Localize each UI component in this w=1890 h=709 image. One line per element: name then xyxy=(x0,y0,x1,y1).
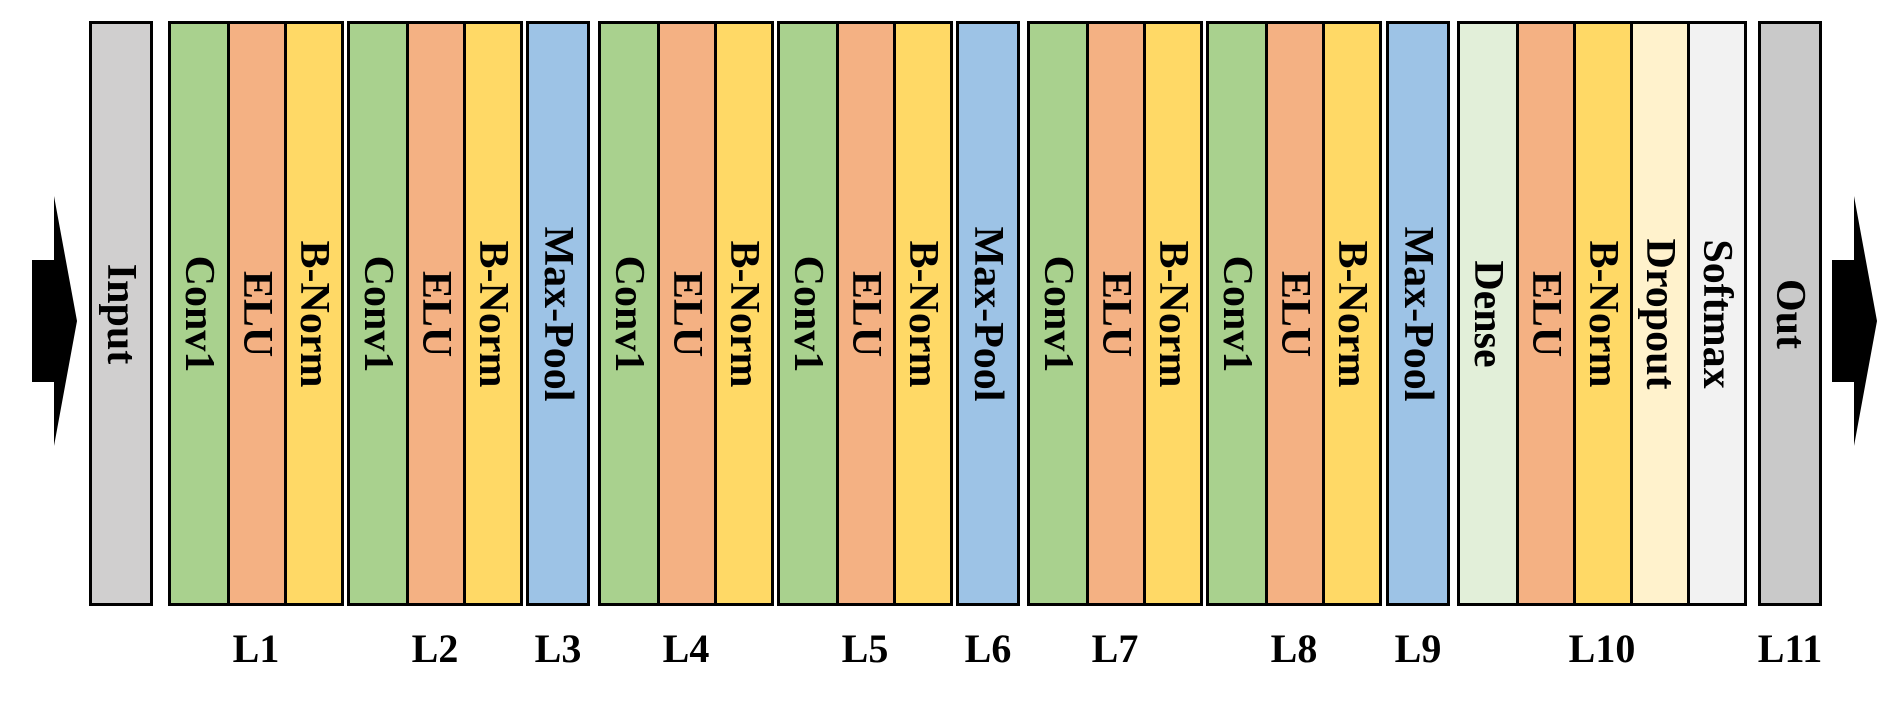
cell-label: Conv1 xyxy=(1035,255,1081,372)
cell-label: Max-Pool xyxy=(1395,226,1441,401)
cell-label: B-Norm xyxy=(1150,240,1196,387)
layer-label-l7: L7 xyxy=(1091,626,1139,671)
layer-label-l2: L2 xyxy=(411,626,459,671)
cell-bnorm: B-Norm xyxy=(1576,24,1633,603)
cell-pool: Max-Pool xyxy=(959,24,1017,603)
cell-pool: Max-Pool xyxy=(1389,24,1447,603)
cell-bnorm: B-Norm xyxy=(1146,24,1200,603)
block-input: Input xyxy=(89,21,153,606)
block-l9: Max-Pool xyxy=(1386,21,1450,606)
cell-label: B-Norm xyxy=(1329,240,1375,387)
cell-label: Max-Pool xyxy=(965,226,1011,401)
cell-dense: Dense xyxy=(1460,24,1519,603)
cell-label: Conv1 xyxy=(785,255,831,372)
cell-bnorm: B-Norm xyxy=(287,24,341,603)
layer-label-l9: L9 xyxy=(1394,626,1442,671)
cell-pool: Max-Pool xyxy=(529,24,587,603)
cell-label: Dense xyxy=(1465,259,1511,368)
cell-bnorm: B-Norm xyxy=(717,24,771,603)
cell-bnorm: B-Norm xyxy=(466,24,520,603)
layer-label-l6: L6 xyxy=(964,626,1012,671)
cell-elu: ELU xyxy=(1268,24,1325,603)
layer-label-l8: L8 xyxy=(1270,626,1318,671)
cell-conv: Conv1 xyxy=(1209,24,1268,603)
cell-label: ELU xyxy=(234,270,280,357)
cell-label: Conv1 xyxy=(606,255,652,372)
cell-conv: Conv1 xyxy=(780,24,839,603)
cell-label: B-Norm xyxy=(900,240,946,387)
cell-input: Input xyxy=(92,24,150,603)
cell-label: B-Norm xyxy=(1580,240,1626,387)
cell-label: ELU xyxy=(843,270,889,357)
cell-out: Out xyxy=(1761,24,1819,603)
layer-label-l1: L1 xyxy=(232,626,280,671)
cell-elu: ELU xyxy=(1519,24,1576,603)
cell-label: ELU xyxy=(1523,270,1569,357)
output-arrow-icon xyxy=(1832,196,1877,446)
cell-bnorm: B-Norm xyxy=(1325,24,1379,603)
input-arrow-icon xyxy=(32,196,77,446)
cell-elu: ELU xyxy=(1089,24,1146,603)
cell-conv: Conv1 xyxy=(171,24,230,603)
cell-label: ELU xyxy=(1093,270,1139,357)
cell-dropout: Dropout xyxy=(1633,24,1690,603)
cell-label: B-Norm xyxy=(291,240,337,387)
cell-conv: Conv1 xyxy=(1030,24,1089,603)
cell-label: Conv1 xyxy=(1214,255,1260,372)
layer-label-l11: L11 xyxy=(1757,626,1823,671)
layer-label-l4: L4 xyxy=(662,626,710,671)
cell-label: ELU xyxy=(1272,270,1318,357)
cell-label: Out xyxy=(1767,278,1813,349)
cell-label: ELU xyxy=(664,270,710,357)
cell-label: Max-Pool xyxy=(535,226,581,401)
cell-elu: ELU xyxy=(839,24,896,603)
cell-label: Dropout xyxy=(1637,238,1683,389)
cell-label: Softmax xyxy=(1694,238,1740,389)
cell-softmax: Softmax xyxy=(1690,24,1744,603)
cell-label: Conv1 xyxy=(355,255,401,372)
block-l3: Max-Pool xyxy=(526,21,590,606)
cell-label: Conv1 xyxy=(176,255,222,372)
cell-conv: Conv1 xyxy=(350,24,409,603)
cell-elu: ELU xyxy=(660,24,717,603)
layer-label-l5: L5 xyxy=(841,626,889,671)
cell-label: B-Norm xyxy=(721,240,767,387)
cell-conv: Conv1 xyxy=(601,24,660,603)
layer-label-l3: L3 xyxy=(534,626,582,671)
block-l11: Out xyxy=(1758,21,1822,606)
cell-elu: ELU xyxy=(409,24,466,603)
layer-label-l10: L10 xyxy=(1568,626,1636,671)
cell-label: B-Norm xyxy=(470,240,516,387)
cell-label: Input xyxy=(98,263,144,364)
cell-elu: ELU xyxy=(230,24,287,603)
cell-label: ELU xyxy=(413,270,459,357)
cell-bnorm: B-Norm xyxy=(896,24,950,603)
block-l6: Max-Pool xyxy=(956,21,1020,606)
